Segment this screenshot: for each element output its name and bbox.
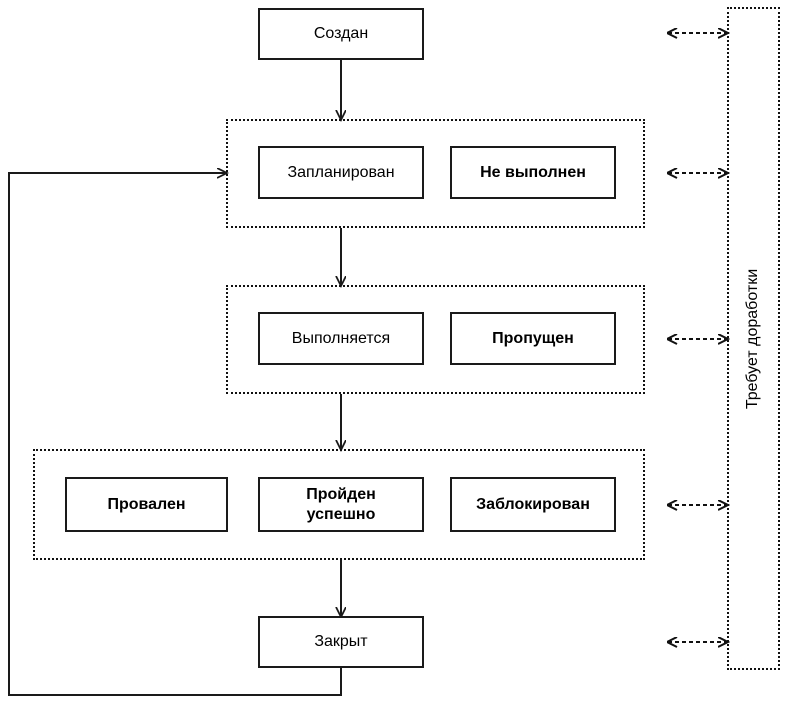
state-node-planned[interactable]: Запланирован [258,146,424,199]
rework-panel-label: Требует доработки [744,268,762,409]
state-node-passed[interactable]: Пройден успешно [258,477,424,532]
state-node-blocked[interactable]: Заблокирован [450,477,616,532]
state-node-skipped[interactable]: Пропущен [450,312,616,365]
rework-panel-label-wrap: Требует доработки [729,9,778,668]
state-node-created[interactable]: Создан [258,8,424,60]
state-node-not-done[interactable]: Не выполнен [450,146,616,199]
state-node-in-progress[interactable]: Выполняется [258,312,424,365]
group-progress-container [226,285,645,394]
state-node-closed[interactable]: Закрыт [258,616,424,668]
arrow-closed-to-planned [8,173,342,696]
state-node-failed[interactable]: Провален [65,477,228,532]
rework-panel: Требует доработки [727,7,780,670]
